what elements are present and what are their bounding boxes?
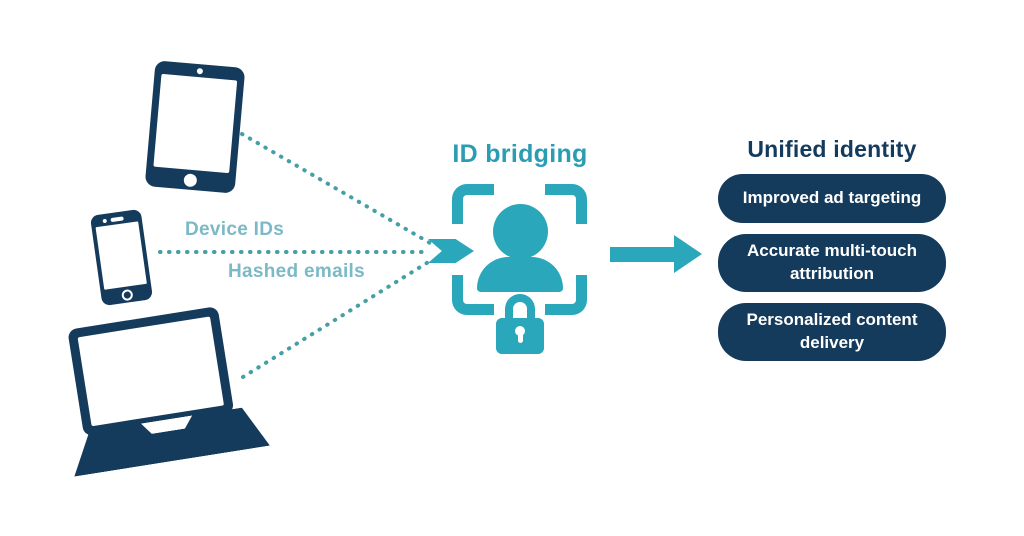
flow-arrow-icon [610,235,702,273]
padlock-shackle [505,294,535,324]
phone-camera-dot [102,218,108,224]
tablet-camera-dot [196,67,204,75]
tablet-home-button [183,173,198,188]
benefit-pill-list: Improved ad targeting Accurate multi-tou… [718,174,946,361]
person-icon [493,204,548,259]
benefit-pill-attribution: Accurate multi-touch attribution [718,234,946,292]
dotted-connector-laptop [241,259,432,379]
person-scan-frame-icon [452,184,587,354]
laptop-icon [51,301,270,480]
phone-screen [95,221,147,290]
id-bridging-title: ID bridging [452,140,588,168]
frame-corner-bottom-right [545,275,587,315]
padlock-keyhole-stem [517,333,523,343]
unified-identity-heading: Unified identity [747,136,917,162]
padlock-icon [496,294,544,354]
benefit-pill-ad-targeting: Improved ad targeting [718,174,946,223]
tablet-icon [144,60,246,194]
phone-speaker [110,216,124,223]
dotted-connector-tablet [240,132,432,245]
frame-corner-bottom-left [452,275,494,315]
benefit-pill-content-delivery: Personalized content delivery [718,302,946,361]
person-shoulders [477,257,563,292]
device-ids-label: Device IDs [185,219,285,240]
hashed-emails-label: Hashed emails [228,261,365,282]
padlock-keyhole [515,326,525,336]
tablet-screen [153,73,238,174]
phone-home-button [120,288,133,301]
frame-corner-top-left [452,184,494,224]
frame-corner-top-right [545,184,587,224]
